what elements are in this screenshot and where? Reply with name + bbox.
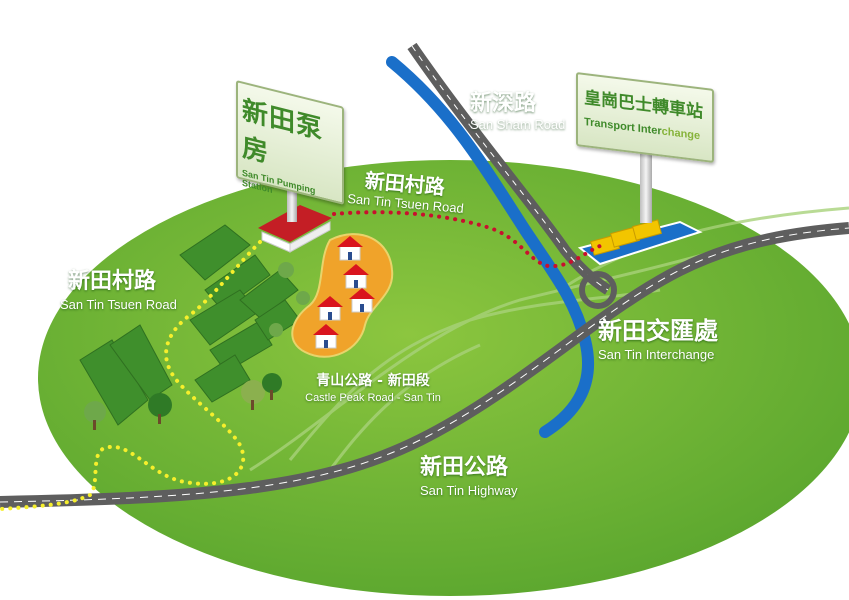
label-san-tin-tsuen-road-left: 新田村路 San Tin Tsuen Road (60, 269, 177, 313)
label-san-tin-highway-en: San Tin Highway (420, 483, 518, 499)
pumping-station-building (258, 205, 332, 253)
label-san-tin-interchange: 新田交匯處 San Tin Interchange (598, 318, 718, 363)
transport-interchange-sign-en-a: Transport Inter (584, 115, 662, 138)
label-san-tin-highway-zh: 新田公路 (420, 455, 509, 480)
transport-interchange-platform (577, 219, 703, 266)
interchange-roundabout (579, 271, 617, 309)
river (386, 56, 595, 438)
transport-interchange-sign-en-b: change (661, 125, 701, 143)
label-san-sham-road: 新深路 San Sham Road (470, 91, 566, 133)
label-san-sham-road-zh: 新深路 (470, 91, 537, 116)
label-san-tin-tsuen-road-left-en: San Tin Tsuen Road (60, 297, 177, 313)
trees (84, 262, 310, 430)
san-tin-highway (0, 222, 849, 508)
label-castle-peak-road-en: Castle Peak Road - San Tin (305, 392, 441, 405)
label-san-tin-highway: 新田公路 San Tin Highway (420, 455, 518, 499)
san-sham-road (407, 42, 611, 295)
label-castle-peak-road: 青山公路 - 新田段 Castle Peak Road - San Tin (290, 373, 456, 405)
label-san-sham-road-en: San Sham Road (470, 117, 566, 133)
label-san-tin-tsuen-road-left-zh: 新田村路 (68, 269, 157, 294)
fields (79, 224, 301, 426)
interchange-sign-pole (640, 148, 652, 223)
red-dotted-path (332, 210, 602, 269)
label-san-tin-interchange-zh: 新田交匯處 (598, 317, 718, 345)
label-san-tin-interchange-en: San Tin Interchange (598, 347, 715, 363)
label-castle-peak-road-zh: 青山公路 - 新田段 (316, 373, 430, 389)
yellow-dotted-path (0, 240, 262, 511)
village-houses (313, 236, 375, 349)
village-area (291, 233, 394, 358)
